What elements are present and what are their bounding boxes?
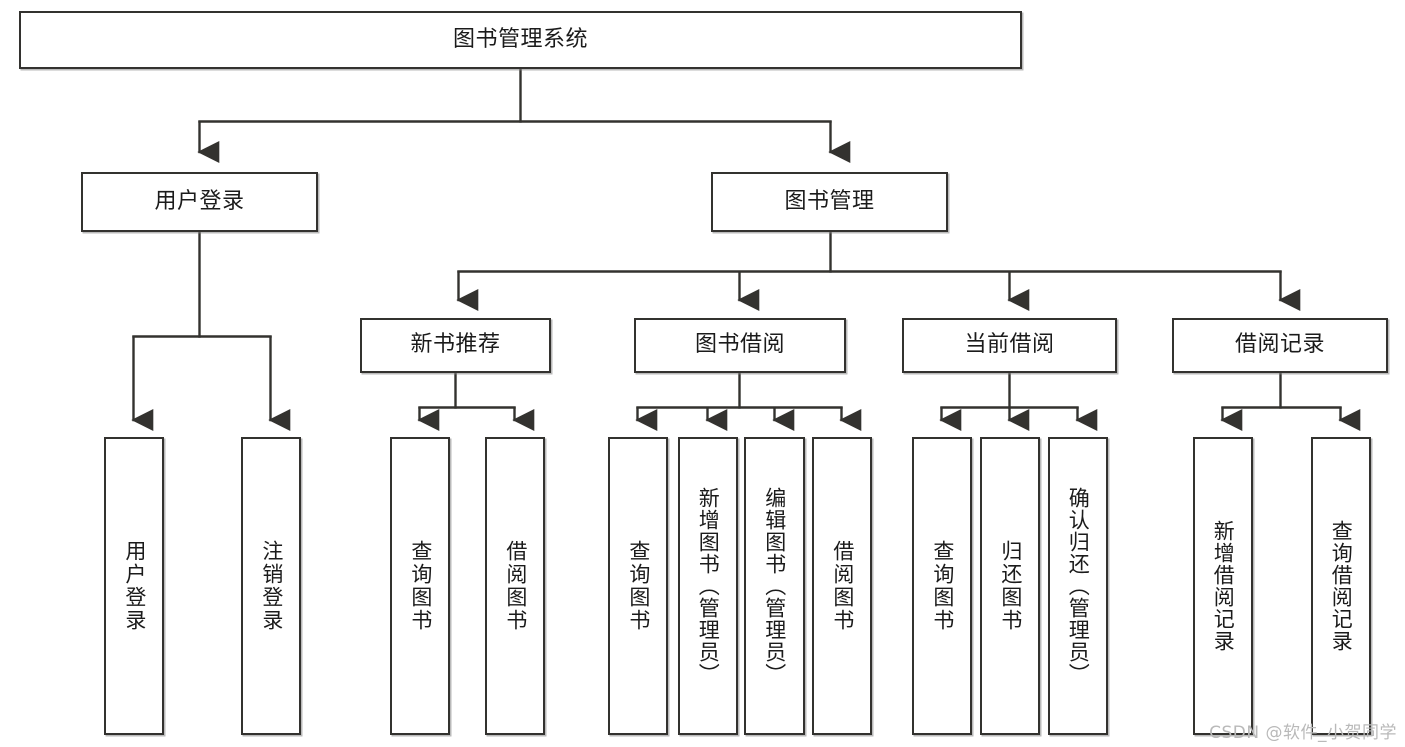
node-leaf-logout-label: 注销登录 [259, 540, 284, 632]
node-leaf-query-book-borrow[interactable]: 查询图书 [608, 437, 668, 735]
node-leaf-borrow-book-recommend-label: 借阅图书 [503, 540, 528, 632]
node-leaf-query-book-current[interactable]: 查询图书 [912, 437, 972, 735]
node-user-login[interactable]: 用户登录 [81, 172, 318, 232]
node-leaf-user-login-label: 用户登录 [122, 540, 147, 632]
node-leaf-return-book[interactable]: 归还图书 [980, 437, 1040, 735]
node-leaf-confirm-return-label: 确认归还（管理员） [1066, 487, 1091, 685]
node-leaf-query-borrow-record[interactable]: 查询借阅记录 [1311, 437, 1371, 735]
node-book-management-label: 图书管理 [784, 188, 875, 214]
node-leaf-edit-book[interactable]: 编辑图书（管理员） [744, 437, 805, 735]
node-book-borrow-label: 图书借阅 [694, 332, 785, 358]
node-leaf-add-book-label: 新增图书（管理员） [696, 487, 721, 685]
node-current-borrow-label: 当前借阅 [964, 332, 1055, 358]
node-leaf-return-book-label: 归还图书 [998, 540, 1023, 632]
node-leaf-query-borrow-record-label: 查询借阅记录 [1329, 520, 1354, 652]
node-leaf-borrow-book-label: 借阅图书 [830, 540, 855, 632]
node-borrow-record[interactable]: 借阅记录 [1172, 318, 1388, 373]
node-user-login-label: 用户登录 [154, 188, 245, 214]
node-new-book-recommend-label: 新书推荐 [410, 332, 501, 358]
node-leaf-logout[interactable]: 注销登录 [241, 437, 301, 735]
node-root[interactable]: 图书管理系统 [19, 11, 1022, 69]
node-leaf-add-borrow-record-label: 新增借阅记录 [1211, 520, 1236, 652]
node-leaf-confirm-return[interactable]: 确认归还（管理员） [1048, 437, 1108, 735]
node-leaf-add-book[interactable]: 新增图书（管理员） [678, 437, 738, 735]
node-leaf-query-book-recommend[interactable]: 查询图书 [390, 437, 450, 735]
node-root-label: 图书管理系统 [452, 26, 588, 52]
node-leaf-borrow-book[interactable]: 借阅图书 [812, 437, 872, 735]
node-current-borrow[interactable]: 当前借阅 [902, 318, 1117, 373]
node-leaf-borrow-book-recommend[interactable]: 借阅图书 [485, 437, 545, 735]
node-book-management[interactable]: 图书管理 [711, 172, 948, 232]
node-leaf-add-borrow-record[interactable]: 新增借阅记录 [1193, 437, 1253, 735]
node-leaf-query-book-current-label: 查询图书 [930, 540, 955, 632]
node-leaf-user-login[interactable]: 用户登录 [104, 437, 164, 735]
node-leaf-query-book-borrow-label: 查询图书 [626, 540, 651, 632]
node-new-book-recommend[interactable]: 新书推荐 [360, 318, 551, 373]
node-book-borrow[interactable]: 图书借阅 [634, 318, 846, 373]
node-leaf-edit-book-label: 编辑图书（管理员） [762, 487, 787, 685]
node-leaf-query-book-recommend-label: 查询图书 [408, 540, 433, 632]
node-borrow-record-label: 借阅记录 [1234, 332, 1325, 358]
csdn-watermark: CSDN @软件_小贺同学 [1209, 723, 1397, 743]
